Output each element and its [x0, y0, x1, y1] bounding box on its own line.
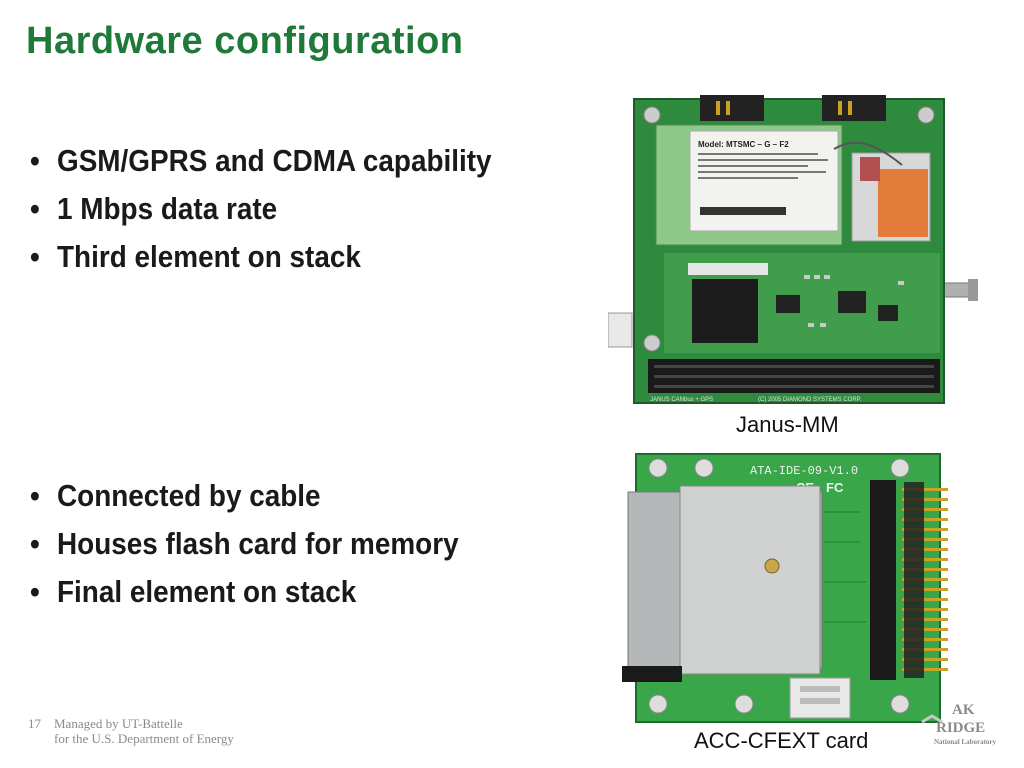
bullet-item: •Third element on stack: [30, 233, 492, 281]
svg-text:National Laboratory: National Laboratory: [934, 738, 997, 746]
bullet-item: •1 Mbps data rate: [30, 185, 492, 233]
bullet-icon: •: [30, 239, 40, 274]
bullet-icon: •: [30, 143, 40, 178]
bullet-item: •Connected by cable: [30, 472, 459, 520]
janus-mm-board-photo: Model: MTSMC – G – F2 (C) 2005 DIAMOND S…: [608, 95, 978, 404]
bullet-list-bottom: •Connected by cable •Houses flash card f…: [30, 472, 506, 616]
board-copyright: (C) 2005 DIAMOND SYSTEMS CORP.: [758, 397, 862, 403]
slide-title: Hardware configuration: [26, 20, 464, 62]
footer-line-1: Managed by UT-Battelle: [54, 716, 183, 731]
bullet-list-top: •GSM/GPRS and CDMA capability •1 Mbps da…: [30, 137, 543, 281]
svg-text:AK: AK: [952, 702, 975, 718]
janus-mm-caption: Janus-MM: [736, 412, 839, 437]
fcc-mark: FC: [826, 480, 844, 495]
bullet-item: •Houses flash card for memory: [30, 520, 459, 568]
card-silkscreen: ATA-IDE-09-V1.0: [750, 464, 858, 478]
board-label: Model: MTSMC – G – F2: [698, 140, 789, 149]
page-number: 17: [28, 716, 41, 731]
oak-ridge-logo: AK RIDGE National Laboratory: [921, 702, 997, 746]
board-silkscreen: JANUS CANbus + GPS: [650, 397, 713, 403]
svg-text:RIDGE: RIDGE: [936, 720, 985, 736]
footer-line-2: for the U.S. Department of Energy: [54, 731, 234, 746]
bullet-icon: •: [30, 191, 40, 226]
footer: 17 Managed by UT-Battelle for the U.S. De…: [28, 716, 234, 746]
bullet-icon: •: [30, 478, 40, 513]
bullet-item: •Final element on stack: [30, 568, 459, 616]
bullet-icon: •: [30, 574, 40, 609]
bullet-icon: •: [30, 526, 40, 561]
acc-cfext-caption: ACC-CFEXT card: [694, 728, 869, 753]
bullet-item: •GSM/GPRS and CDMA capability: [30, 137, 492, 185]
acc-cfext-card-photo: ATA-IDE-09-V1.0 CE FC: [622, 453, 948, 723]
